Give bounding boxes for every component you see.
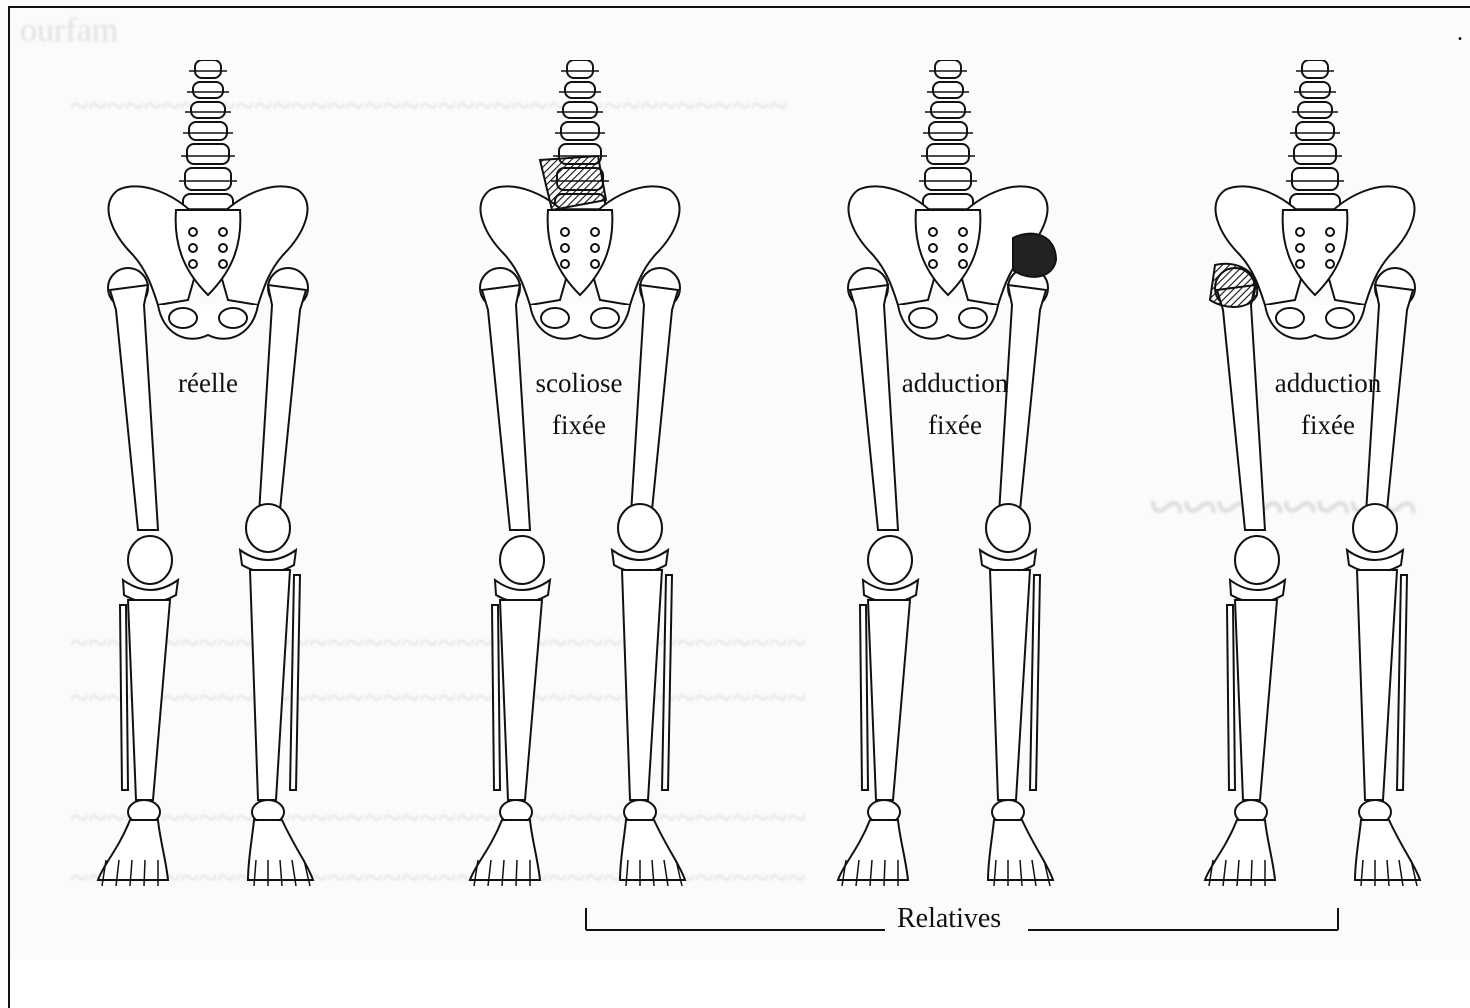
skeleton-figure-reelle [58,60,358,900]
skeleton-drawing [798,60,1098,900]
corner-mark: . [1457,20,1463,47]
caption-line: adduction [1238,362,1418,404]
skeleton-drawing [58,60,358,900]
caption-line: fixée [1238,404,1418,446]
caption-line: fixée [489,404,669,446]
skeleton-drawing [430,60,730,900]
skeleton-figure-adduction-left [1165,60,1465,900]
caption-adduction-right: adduction fixée [865,362,1045,446]
caption-line: adduction [865,362,1045,404]
caption-line: scoliose [489,362,669,404]
skeleton-figure-adduction-right [798,60,1098,900]
bleed-text: ourfam [20,12,118,50]
skeleton-drawing [1165,60,1465,900]
caption-line: réelle [118,362,298,404]
page: ourfam ~~~~~~~~~~~~~~~~~~~~~~~~~~~~~~~~~… [0,0,1470,959]
relatives-label: Relatives [893,903,1005,935]
skeleton-figure-scoliose [430,60,730,900]
caption-reelle: réelle [118,362,298,404]
caption-scoliose: scoliose fixée [489,362,669,446]
caption-line: fixée [865,404,1045,446]
caption-adduction-left: adduction fixée [1238,362,1418,446]
